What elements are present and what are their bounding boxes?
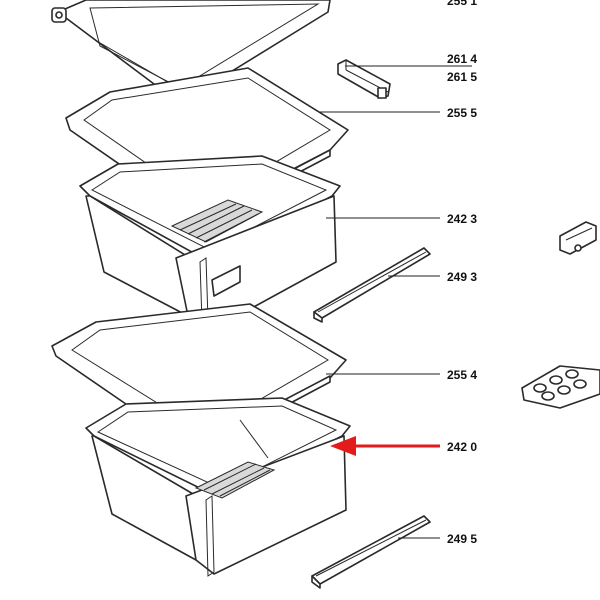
rail-bracket[interactable] bbox=[337, 59, 391, 99]
drawer-rail-249-5[interactable] bbox=[311, 515, 431, 589]
label-255-4: 255 4 bbox=[447, 368, 477, 382]
label-255-5: 255 5 bbox=[447, 106, 477, 120]
label-242-0: 242 0 bbox=[447, 440, 477, 454]
label-249-3: 249 3 bbox=[447, 270, 477, 284]
label-242-3: 242 3 bbox=[447, 212, 477, 226]
drawer-rail-249-3[interactable] bbox=[313, 247, 431, 323]
crisper-drawer-242-0[interactable] bbox=[85, 397, 351, 577]
highlight-arrow bbox=[330, 436, 440, 456]
label-249-5: 249 5 bbox=[447, 532, 477, 546]
label-261-4: 261 4 bbox=[447, 52, 477, 66]
crisper-drawer-242-3[interactable] bbox=[79, 155, 341, 333]
vent-grille bbox=[170, 199, 264, 243]
hinge-fragment[interactable] bbox=[559, 221, 597, 255]
drawer-handle bbox=[211, 265, 241, 297]
label-261-5: 261 5 bbox=[447, 70, 477, 84]
label-255-1: 255 1 bbox=[447, 0, 477, 8]
egg-tray-fragment[interactable] bbox=[521, 365, 600, 409]
vent-grille-lower bbox=[194, 461, 276, 499]
